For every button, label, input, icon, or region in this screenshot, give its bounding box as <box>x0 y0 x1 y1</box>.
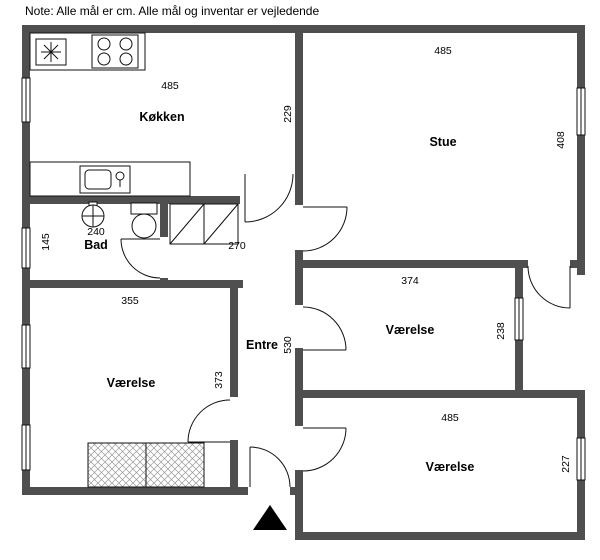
note-text: Note: Alle mål er cm. Alle mål og invent… <box>25 4 320 18</box>
room-label-vaerelse-se: Værelse <box>425 459 475 474</box>
kitchen-prep-sink-icon <box>35 38 67 66</box>
dim-bad-depth: 145 <box>39 233 52 251</box>
room-label-vaerelse-mid: Værelse <box>385 322 435 337</box>
doors <box>120 173 571 488</box>
dim-vaerelse-mid-depth: 238 <box>494 322 507 340</box>
door-vaerelse-mid <box>302 306 347 351</box>
dim-bad-width: 240 <box>87 225 105 238</box>
dim-vaerelse-sw-width: 355 <box>121 294 139 307</box>
window-icon <box>576 437 586 481</box>
bed-icon <box>87 442 205 488</box>
stove-icon <box>91 34 139 69</box>
window-icon <box>21 424 31 471</box>
wardrobe-icon <box>169 203 239 245</box>
window-icon <box>514 297 524 341</box>
door-entrance <box>249 446 291 488</box>
door-stue <box>302 206 348 252</box>
door-vaerelse-se <box>302 427 347 472</box>
dim-vaerelse-mid-width: 374 <box>401 274 419 287</box>
window-icon <box>21 324 31 369</box>
room-label-stue: Stue <box>429 134 457 149</box>
toilet-icon <box>130 202 158 239</box>
windows <box>21 77 586 481</box>
dim-kokken-width: 485 <box>161 79 179 92</box>
door-terrace <box>527 265 571 309</box>
dim-stue-depth: 408 <box>554 131 567 149</box>
door-vaerelse-sw <box>187 399 231 443</box>
dim-vaerelse-se-depth: 227 <box>559 455 572 473</box>
room-label-bad: Bad <box>84 237 108 252</box>
window-icon <box>21 77 31 123</box>
dim-entre-length: 530 <box>281 336 294 354</box>
window-icon <box>576 87 586 136</box>
dim-stue-width: 485 <box>434 44 452 57</box>
dim-vaerelse-sw-depth: 373 <box>212 371 225 389</box>
window-icon <box>21 227 31 269</box>
room-label-vaerelse-sw: Værelse <box>106 375 156 390</box>
kitchen-sink-icon <box>79 165 131 194</box>
door-kitchen-entre <box>244 173 294 223</box>
door-bad <box>120 238 161 279</box>
bathroom-sink-icon <box>81 201 105 228</box>
dim-kokken-depth: 229 <box>281 105 294 123</box>
dim-hall-width: 270 <box>228 239 246 252</box>
dim-vaerelse-se-width: 485 <box>441 411 459 424</box>
room-label-entre: Entre <box>246 337 278 352</box>
room-label-kokken: Køkken <box>139 109 185 124</box>
entrance-arrow-icon <box>253 505 287 530</box>
